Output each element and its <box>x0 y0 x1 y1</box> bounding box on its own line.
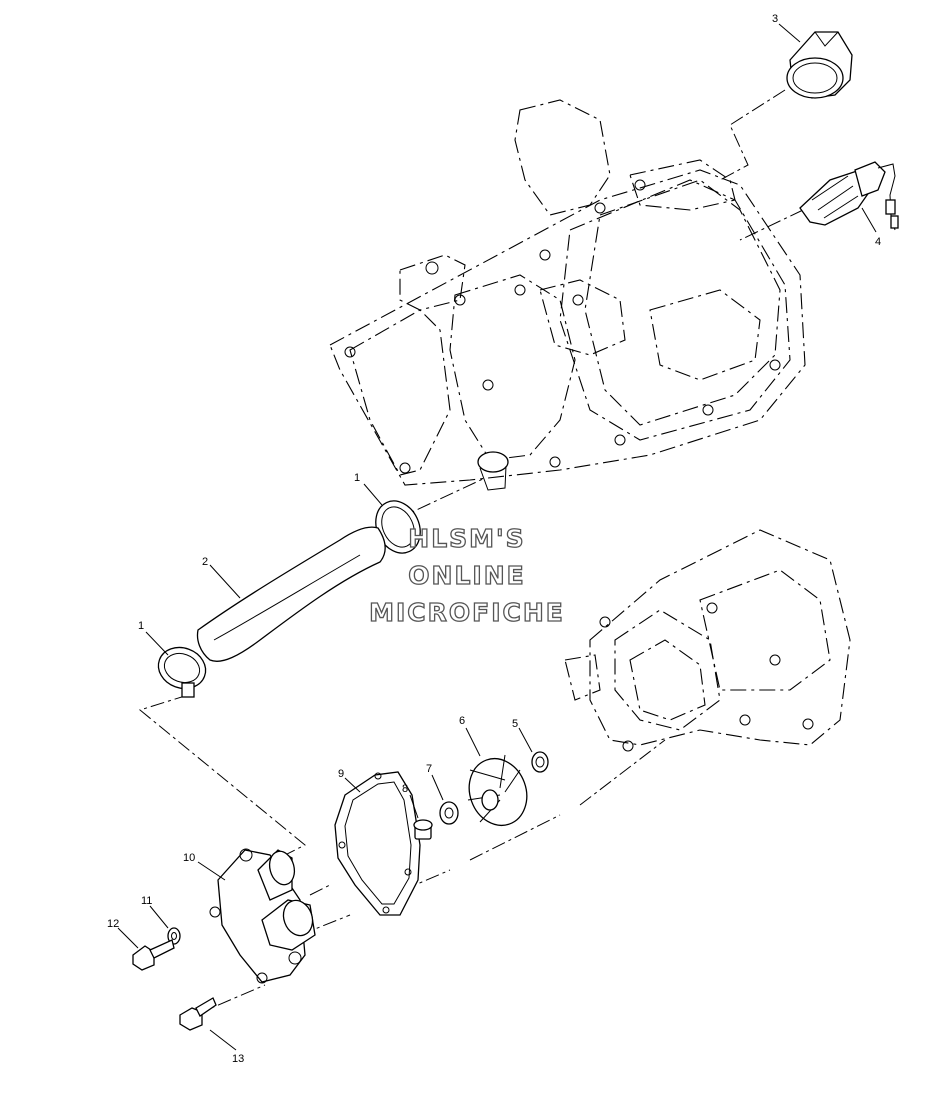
callout-leaders <box>117 23 877 1051</box>
watermark-line-3: MICROFICHE <box>369 598 565 627</box>
bolt-13-part <box>179 997 217 1031</box>
callout-13: 13 <box>232 1053 244 1065</box>
callout-1-upper: 1 <box>354 472 360 484</box>
callout-4: 4 <box>875 236 881 248</box>
callout-5: 5 <box>512 718 518 730</box>
water-pump-cover-part <box>209 848 316 984</box>
callout-8: 8 <box>402 783 408 795</box>
callout-6: 6 <box>459 715 465 727</box>
coolant-hose-part <box>196 526 386 662</box>
callout-10: 10 <box>183 852 195 864</box>
callout-11: 11 <box>141 895 152 907</box>
gasket-part <box>334 771 421 916</box>
watermark-line-1: HLSM'S <box>408 524 525 553</box>
hose-clamp-lower-part <box>157 646 207 698</box>
callout-2: 2 <box>202 556 208 568</box>
callout-7: 7 <box>426 763 432 775</box>
drain-plug-part <box>413 819 433 840</box>
seal-part <box>531 751 549 773</box>
watermark-line-2: ONLINE <box>408 561 525 590</box>
callout-12: 12 <box>107 918 119 930</box>
cylinder-head-phantom <box>329 99 806 491</box>
callout-3: 3 <box>772 13 778 25</box>
washer-7-part <box>439 801 459 825</box>
temperature-sensor-part <box>799 161 899 231</box>
callout-1-lower: 1 <box>138 620 144 632</box>
bolt-12-part <box>132 939 175 971</box>
callout-9: 9 <box>338 768 344 780</box>
thermostat-part <box>786 31 853 99</box>
impeller-part <box>467 754 528 827</box>
crankcase-phantom <box>564 529 851 752</box>
watermark: HLSM'S ONLINE MICROFICHE <box>368 523 565 627</box>
